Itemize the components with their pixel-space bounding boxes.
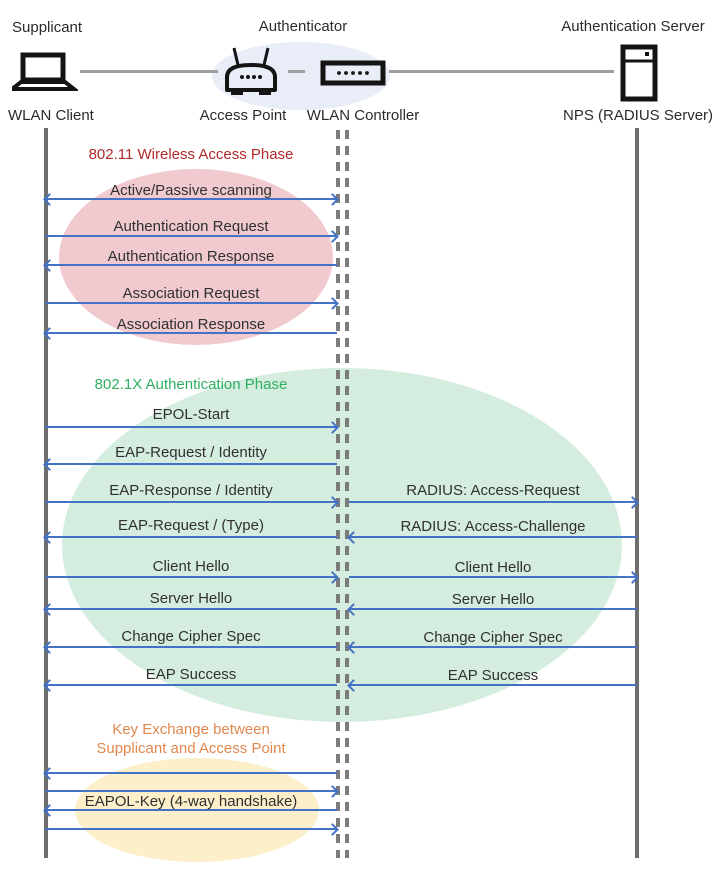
message-label: Authentication Request <box>113 218 269 235</box>
connector-wlc-server <box>389 70 614 73</box>
lifeline-radius-server <box>635 128 639 858</box>
lifeline-controller-dashed-2 <box>345 130 349 858</box>
wlan-controller-icon <box>320 60 386 91</box>
phase3-title-line1: Key Exchange between <box>112 721 270 738</box>
connector-client-ap <box>80 70 218 73</box>
arrow-epol-start <box>45 426 337 429</box>
arrow-eapol-key-3 <box>45 809 337 812</box>
phase2-title: 802.1X Authentication Phase <box>94 376 288 393</box>
arrow-association-response <box>45 332 337 335</box>
arrow-eap-success-right <box>349 684 637 687</box>
laptop-icon <box>6 52 80 97</box>
message-label: EAP-Request / (Type) <box>118 517 264 534</box>
message-label: Server Hello <box>451 591 535 608</box>
message-label: EPOL-Start <box>152 406 230 423</box>
wlan-client-label: WLAN Client <box>8 107 94 124</box>
message-label: Association Response <box>116 316 266 333</box>
message-label: Change Cipher Spec <box>121 628 261 645</box>
authenticator-role-label: Authenticator <box>258 18 348 35</box>
message-label: EAP Success <box>447 667 539 684</box>
message-label: Client Hello <box>152 558 230 575</box>
arrow-authentication-request <box>45 235 337 238</box>
server-icon <box>620 44 658 107</box>
message-label: EAP-Response / Identity <box>109 482 273 499</box>
supplicant-role-label: Supplicant <box>12 19 83 36</box>
message-label: Change Cipher Spec <box>423 629 563 646</box>
arrow-eapol-key-4 <box>45 828 337 831</box>
arrow-server-hello-right <box>349 608 637 611</box>
message-label: EAPOL-Key (4-way handshake) <box>84 793 298 810</box>
arrow-client-hello-left <box>45 576 337 579</box>
arrow-eap-success-left <box>45 684 337 687</box>
message-label: Server Hello <box>149 590 233 607</box>
phase1-title: 802.11 Wireless Access Phase <box>88 146 294 163</box>
arrow-authentication-response <box>45 264 337 267</box>
arrow-server-hello-left <box>45 608 337 611</box>
arrow-eap-request-identity <box>45 463 337 466</box>
access-point-icon <box>222 46 280 103</box>
message-label: RADIUS: Access-Challenge <box>400 518 586 535</box>
access-point-label: Access Point <box>199 107 287 124</box>
auth-server-role-label: Authentication Server <box>561 18 705 35</box>
arrow-eapol-key-2 <box>45 790 337 793</box>
message-label: RADIUS: Access-Request <box>406 482 580 499</box>
arrow-radius-access-challenge <box>349 536 637 539</box>
lifeline-wlan-client <box>44 128 48 858</box>
arrow-eap-request-type <box>45 536 337 539</box>
phase3-title-line2: Supplicant and Access Point <box>96 740 286 757</box>
connector-ap-wlc <box>288 70 305 73</box>
message-label: EAP-Request / Identity <box>115 444 267 461</box>
arrow-change-cipher-spec-right <box>349 646 637 649</box>
message-label: Active/Passive scanning <box>110 182 272 199</box>
wlan-controller-label: WLAN Controller <box>306 107 420 124</box>
message-label: EAP Success <box>145 666 237 683</box>
nps-radius-server-label: NPS (RADIUS Server) <box>563 107 713 124</box>
arrow-radius-access-request <box>349 501 637 504</box>
arrow-association-request <box>45 302 337 305</box>
arrow-eap-response-identity <box>45 501 337 504</box>
arrow-eapol-key-1 <box>45 772 337 775</box>
message-label: Association Request <box>122 285 260 302</box>
lifeline-controller-dashed-1 <box>336 130 340 858</box>
arrow-client-hello-right <box>349 576 637 579</box>
message-label: Authentication Response <box>107 248 275 265</box>
arrow-change-cipher-spec-left <box>45 646 337 649</box>
message-label: Client Hello <box>454 559 532 576</box>
arrow-active-passive-scanning <box>45 198 337 201</box>
